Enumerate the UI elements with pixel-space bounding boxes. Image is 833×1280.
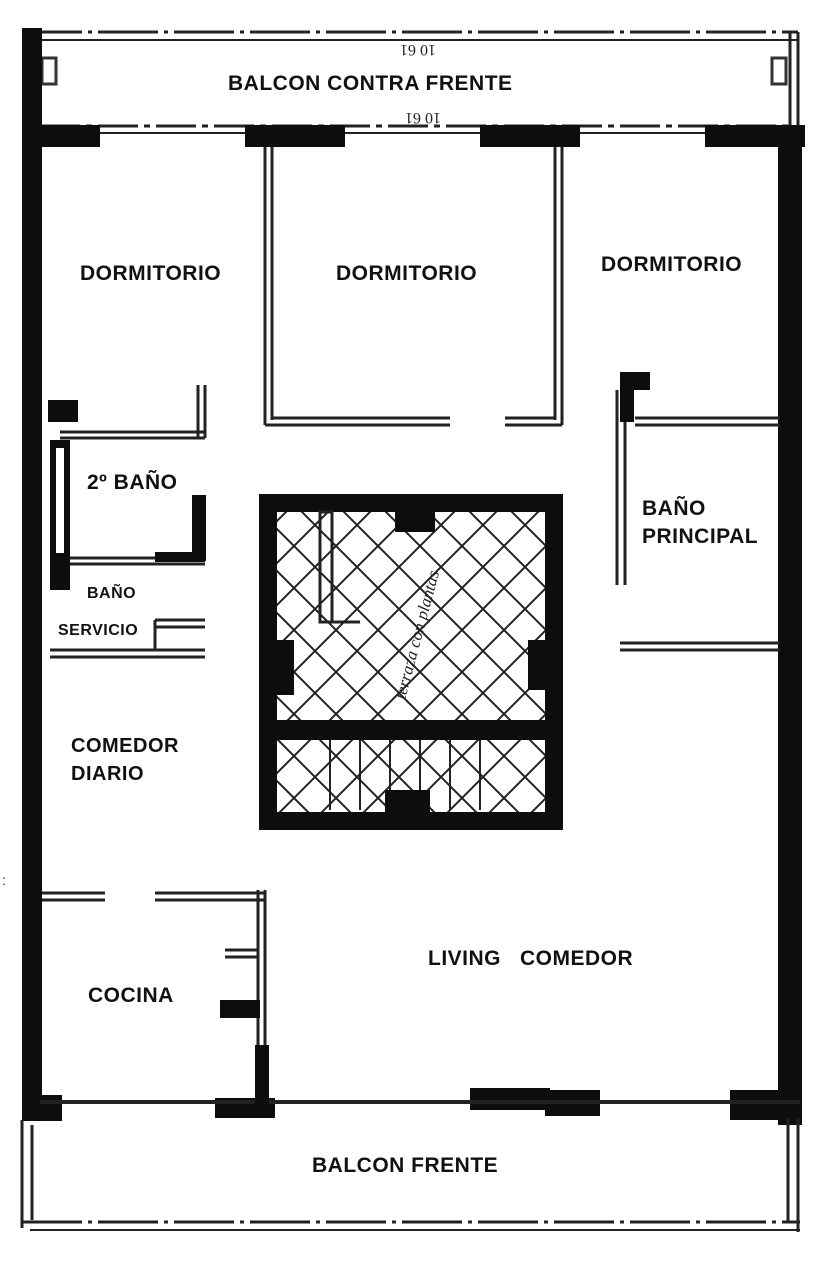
- room-dormitorio-2: DORMITORIO: [336, 262, 478, 285]
- room-bano-servicio-line1: BAÑO: [87, 585, 137, 602]
- room-comedor-diario-line2: DIARIO: [71, 763, 144, 785]
- room-cocina: COCINA: [88, 984, 174, 1007]
- courtyard: [259, 494, 563, 830]
- room-bano-servicio-line2: SERVICIO: [58, 622, 139, 639]
- room-balcon-contra-frente: BALCON CONTRA FRENTE: [228, 72, 513, 95]
- balcony-post-right: [770, 56, 788, 86]
- room-living-comedor: LIVING COMEDOR: [428, 947, 634, 970]
- room-bano-principal-line2: PRINCIPAL: [642, 525, 759, 548]
- window-2-bano: [56, 448, 64, 553]
- balcony-front-railing: [20, 1118, 800, 1232]
- wall-pieces: [48, 372, 650, 1105]
- room-comedor-diario-line1: COMEDOR: [71, 735, 179, 757]
- dimension-top-upside-down: 10 61: [400, 41, 436, 58]
- balcony-post-left: [40, 56, 58, 86]
- margin-mark: :: [2, 872, 6, 888]
- room-balcon-frente: BALCON FRENTE: [312, 1154, 499, 1177]
- balcony-back-railing: [22, 30, 800, 134]
- room-comedor-diario: COMEDOR DIARIO: [71, 732, 179, 788]
- room-bano-principal: BAÑO PRINCIPAL: [642, 495, 758, 551]
- room-bano-principal-line1: BAÑO: [642, 497, 706, 520]
- room-2-bano: 2º BAÑO: [87, 471, 178, 494]
- room-dormitorio-1: DORMITORIO: [80, 262, 222, 285]
- dimension-top-second: 10 61: [405, 109, 441, 126]
- exterior-walls: [22, 28, 805, 1125]
- room-dormitorio-3: DORMITORIO: [601, 253, 743, 276]
